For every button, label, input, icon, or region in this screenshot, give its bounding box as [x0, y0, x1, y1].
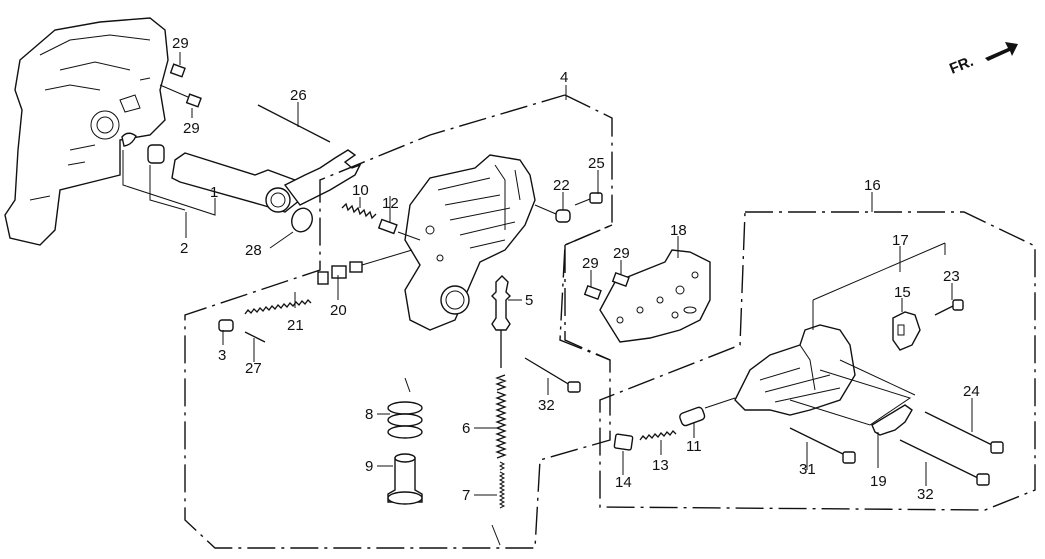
part-3-plug	[218, 319, 234, 332]
callout-2: 2	[180, 240, 188, 257]
callout-29: 29	[613, 245, 630, 262]
part-12-plug	[377, 218, 421, 241]
part-27-pin	[244, 331, 266, 343]
part-29-pin-lower	[159, 84, 202, 118]
front-label: FR.	[947, 53, 976, 78]
part-13-spring	[639, 430, 677, 441]
part-22-cap	[534, 204, 571, 223]
callout-28: 28	[245, 242, 262, 259]
leader-lines	[179, 52, 973, 496]
part-18-separator-plate	[599, 249, 711, 343]
callout-4: 4	[560, 69, 568, 86]
part-21-spring	[244, 299, 312, 315]
group-box-16	[599, 211, 1036, 511]
arrow-forward-icon	[985, 42, 1018, 61]
part-31-bolt	[789, 427, 856, 464]
part-26-rod	[257, 104, 362, 206]
part-1-shaft	[147, 144, 301, 213]
callout-16: 16	[864, 177, 881, 194]
part-5-valve	[491, 275, 511, 368]
callout-3: 3	[218, 347, 226, 364]
callout-18: 18	[670, 222, 687, 239]
callout-31: 31	[799, 461, 816, 478]
callout-22: 22	[553, 177, 570, 194]
part-28-o-ring	[291, 207, 313, 233]
callout-15: 15	[894, 284, 911, 301]
part-25-bolt	[574, 192, 603, 206]
part-14-plug	[613, 433, 634, 451]
callout-25: 25	[588, 155, 605, 172]
part-6-spring	[495, 374, 507, 459]
part-29-pin-plate-b	[611, 260, 630, 287]
part-32-bolt	[899, 439, 990, 486]
callout-20: 20	[330, 302, 347, 319]
part-9-piston	[387, 453, 423, 505]
front-direction-marker: FR.	[947, 42, 1018, 78]
part-4-valve-body	[404, 154, 536, 331]
part-2-seal-ring	[121, 132, 137, 147]
callout-27: 27	[245, 360, 262, 377]
part-29-pin-upper	[169, 52, 186, 78]
part-20-valve	[317, 249, 413, 285]
callout-32: 32	[917, 486, 934, 503]
callout-labels: 29 29 26 1 2 28 4 25 22 10 12 20 21 3 27…	[172, 35, 980, 504]
callout-12: 12	[382, 195, 399, 212]
callout-14: 14	[615, 474, 632, 491]
callout-1: 1	[210, 184, 218, 201]
callout-29: 29	[183, 120, 200, 137]
callout-7: 7	[462, 487, 470, 504]
callout-13: 13	[652, 457, 669, 474]
part-15-bracket	[892, 311, 921, 351]
leader-bracket-1-2	[122, 150, 216, 216]
callout-17: 17	[892, 232, 909, 249]
part-29-pin-plate-a	[583, 270, 602, 300]
part-24-bolt	[924, 411, 1004, 454]
part-16-valve-body	[734, 242, 946, 426]
callout-19: 19	[870, 473, 887, 490]
callout-8: 8	[365, 406, 373, 423]
callout-5: 5	[525, 292, 533, 309]
callout-29: 29	[582, 255, 599, 272]
group-box-18	[564, 224, 613, 361]
callout-30: 32	[538, 397, 555, 414]
callout-26: 26	[290, 87, 307, 104]
part-30-bolt	[524, 357, 581, 393]
callout-11: 11	[686, 438, 702, 455]
callout-9: 9	[365, 458, 373, 475]
part-8-spring	[387, 377, 423, 439]
callout-29: 29	[172, 35, 189, 52]
part-11-valve	[679, 397, 736, 427]
part-10-spring	[341, 202, 377, 220]
callout-10: 10	[352, 182, 369, 199]
part-7-spring	[491, 461, 506, 546]
part-23-bolt	[934, 299, 964, 316]
callout-23: 23	[943, 268, 960, 285]
callout-24: 24	[963, 383, 980, 400]
part-19-bracket	[871, 404, 913, 436]
callout-6: 6	[462, 420, 470, 437]
transmission-case	[4, 17, 169, 246]
callout-21: 21	[287, 317, 304, 334]
